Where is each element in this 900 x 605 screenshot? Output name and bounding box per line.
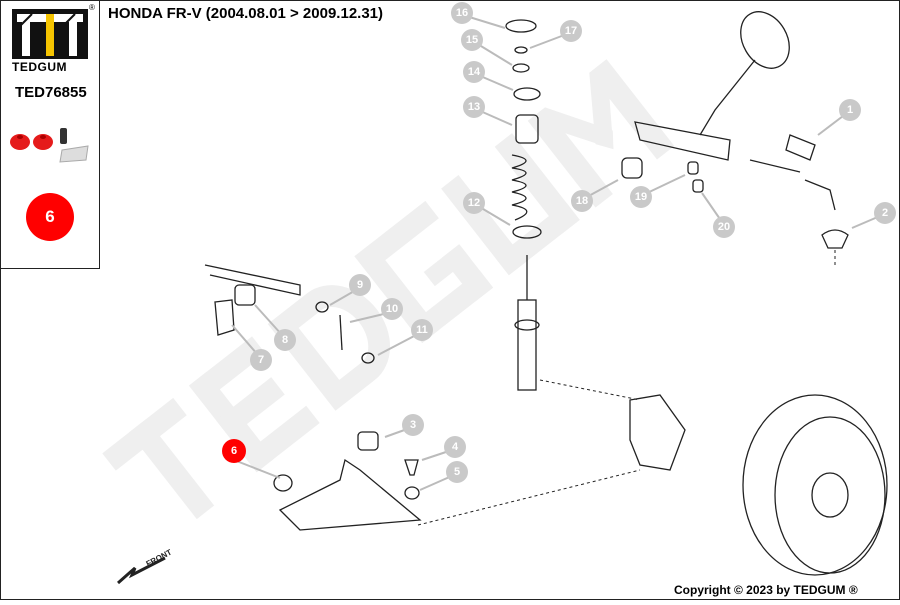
front-arrow-icon	[117, 556, 166, 585]
callout-8[interactable]: 8	[274, 329, 296, 351]
callout-9[interactable]: 9	[349, 274, 371, 296]
callout-1[interactable]: 1	[839, 99, 861, 121]
callout-19[interactable]: 19	[630, 186, 652, 208]
callout-5[interactable]: 5	[446, 461, 468, 483]
product-photo	[10, 128, 89, 163]
vehicle-title: HONDA FR-V (2004.08.01 > 2009.12.31)	[108, 5, 384, 22]
logo-text: TEDGUM	[12, 60, 67, 74]
callout-18[interactable]: 18	[571, 190, 593, 212]
callout-7[interactable]: 7	[250, 349, 272, 371]
copyright-notice: Copyright © 2023 by TEDGUM ®	[674, 583, 858, 597]
callout-12[interactable]: 12	[463, 192, 485, 214]
callout-13[interactable]: 13	[463, 96, 485, 118]
front-label: FRONT	[145, 548, 174, 569]
parts-drawing: FRONT	[102, 11, 888, 585]
callout-14[interactable]: 14	[463, 61, 485, 83]
tedgum-logo	[12, 9, 88, 59]
product-sidebar: TEDGUM ® TED76855 6	[0, 0, 100, 269]
watermark-graphic	[102, 59, 675, 520]
position-badge: 6	[26, 193, 74, 241]
callout-15[interactable]: 15	[461, 29, 483, 51]
callout-2[interactable]: 2	[874, 202, 896, 224]
registered-mark: ®	[89, 3, 95, 12]
callout-10[interactable]: 10	[381, 298, 403, 320]
callout-20[interactable]: 20	[713, 216, 735, 238]
callout-4[interactable]: 4	[444, 436, 466, 458]
exploded-parts-diagram: FRONT 1 2 3 4 5 6 7 8 9 10 11 12 13 14 1…	[100, 0, 900, 600]
callout-11[interactable]: 11	[411, 319, 433, 341]
callout-17[interactable]: 17	[560, 20, 582, 42]
callout-3[interactable]: 3	[402, 414, 424, 436]
part-number: TED76855	[15, 84, 87, 101]
callout-16[interactable]: 16	[451, 2, 473, 24]
callout-6-highlighted[interactable]: 6	[222, 439, 246, 463]
